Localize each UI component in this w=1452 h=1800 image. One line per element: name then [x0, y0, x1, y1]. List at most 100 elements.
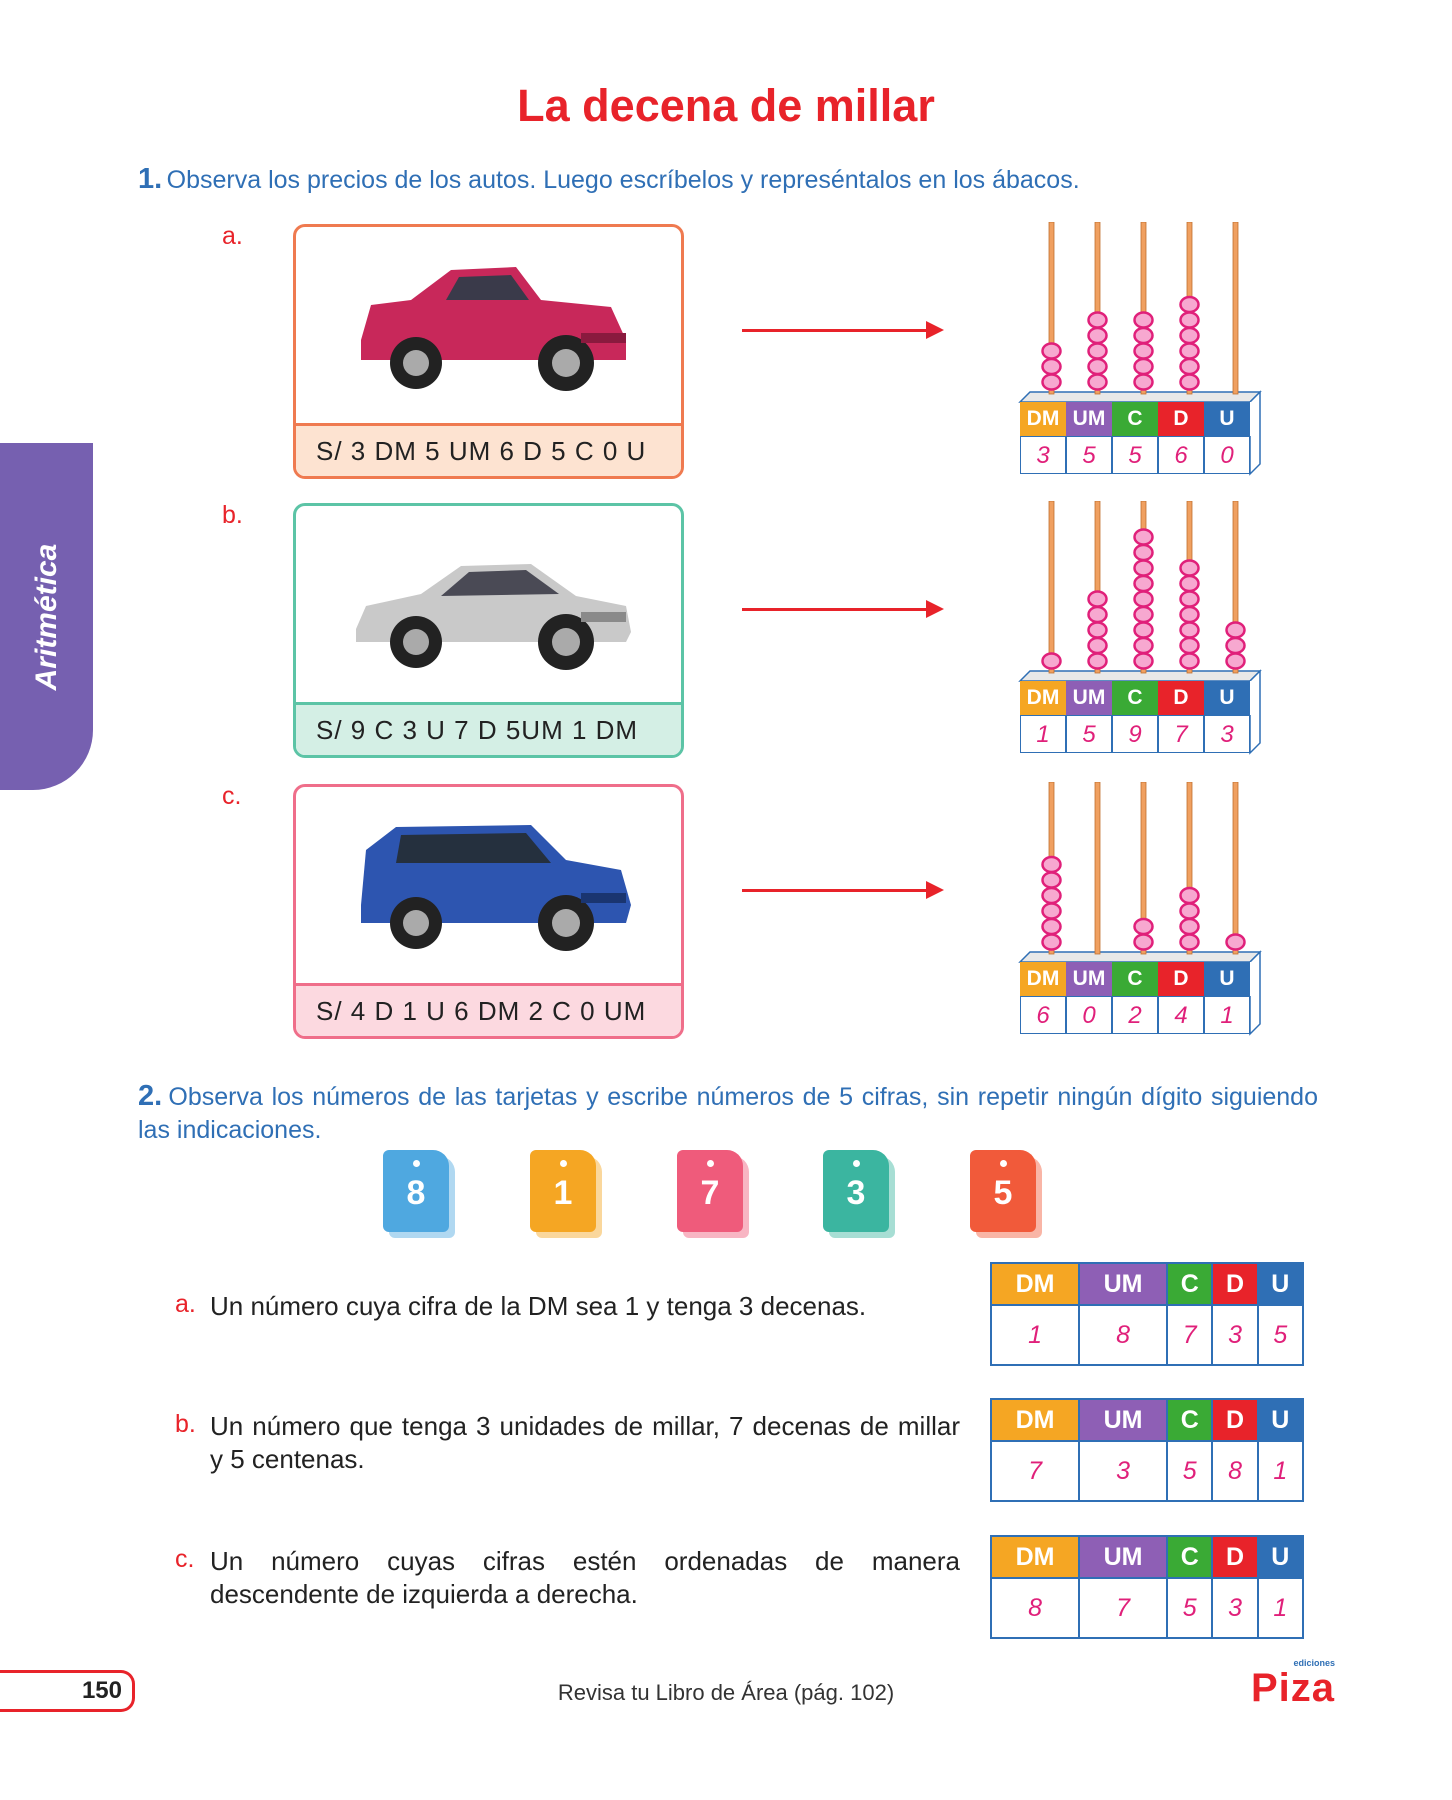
abacus-rod: [1186, 782, 1193, 955]
abacus-bead: [1179, 342, 1200, 360]
abacus-bead: [1133, 559, 1154, 577]
abacus-bead: [1133, 342, 1154, 360]
arrow-right-icon: [742, 881, 944, 899]
table-digit: 3: [1078, 1440, 1169, 1502]
abacus-bead: [1225, 636, 1246, 655]
abacus-digit: 5: [1112, 436, 1158, 474]
abacus-bead: [1133, 543, 1154, 562]
side-tab: [0, 443, 93, 790]
table-header-u: U: [1256, 1398, 1305, 1442]
q1-item-letter: c.: [222, 782, 242, 810]
logo-small-text: ediciones: [1293, 1658, 1335, 1668]
table-digit: 5: [1166, 1577, 1214, 1639]
abacus-digit: 9: [1112, 715, 1158, 753]
abacus-bead: [1179, 917, 1200, 936]
table-digit: 1: [989, 1304, 1081, 1366]
table-header-dm: DM: [989, 1535, 1081, 1579]
car-price-label: S/ 9 C 3 U 7 D 5UM 1 DM: [296, 702, 681, 755]
table-header-c: C: [1166, 1535, 1214, 1579]
abacus-bead: [1133, 590, 1154, 608]
table-digit: 1: [1256, 1577, 1305, 1639]
number-card: 7: [677, 1150, 749, 1238]
car-price-card: S/ 3 DM 5 UM 6 D 5 C 0 U: [293, 224, 684, 479]
table-digit: 7: [989, 1440, 1081, 1502]
q1-item-letter: b.: [222, 501, 243, 529]
arrow-right-icon: [742, 600, 944, 618]
abacus-bead: [1179, 373, 1200, 391]
abacus-bead: [1179, 326, 1200, 345]
number-card: 3: [823, 1150, 895, 1238]
abacus-digit: 4: [1158, 996, 1204, 1034]
question-1-text: Observa los precios de los autos. Luego …: [166, 166, 1080, 194]
abacus-rod: [1094, 222, 1101, 395]
abacus-header-u: U: [1204, 681, 1251, 715]
abacus-bead: [1179, 933, 1200, 951]
table-digit: 8: [1078, 1304, 1169, 1366]
abacus-bead: [1041, 855, 1062, 874]
abacus-bead: [1133, 326, 1154, 345]
abacus-bead: [1133, 373, 1154, 391]
abacus-header-um: UM: [1066, 402, 1113, 436]
abacus-bead: [1179, 886, 1200, 905]
q2-item: b.Un número que tenga 3 unidades de mill…: [175, 1410, 960, 1476]
abacus-bead: [1087, 373, 1108, 391]
page-number: 150: [0, 1670, 135, 1712]
abacus-bead: [1041, 902, 1062, 920]
abacus-bead: [1179, 295, 1200, 314]
abacus-digit: 0: [1066, 996, 1112, 1034]
abacus-bead: [1087, 605, 1108, 624]
abacus-bead: [1133, 357, 1154, 376]
abacus-header-um: UM: [1066, 962, 1113, 996]
q2-item-text: Un número que tenga 3 unidades de millar…: [210, 1411, 960, 1474]
table-digit: 5: [1256, 1304, 1305, 1366]
question-1: 1. Observa los precios de los autos. Lue…: [138, 163, 1318, 197]
abacus-digit: 6: [1020, 996, 1066, 1034]
table-digit: 3: [1211, 1577, 1259, 1639]
q2-item-text: Un número cuyas cifras estén ordenadas d…: [210, 1546, 960, 1609]
q2-item-letter: c.: [175, 1545, 195, 1573]
abacus-digit: 5: [1066, 436, 1112, 474]
abacus-bead: [1087, 652, 1108, 670]
abacus-bead: [1041, 933, 1062, 951]
abacus-rod: [1094, 501, 1101, 674]
abacus-bead: [1179, 605, 1200, 624]
abacus-rod: [1140, 222, 1147, 395]
abacus-bead: [1133, 528, 1154, 546]
abacus-header-c: C: [1112, 962, 1159, 996]
table-digit: 7: [1166, 1304, 1214, 1366]
abacus-bead: [1179, 357, 1200, 376]
abacus-header-um: UM: [1066, 681, 1113, 715]
abacus-bead: [1225, 621, 1246, 639]
abacus-bead: [1179, 652, 1200, 670]
table-header-d: D: [1211, 1535, 1259, 1579]
abacus-bead: [1041, 886, 1062, 905]
abacus-bead: [1041, 652, 1062, 670]
car-price-label: S/ 4 D 1 U 6 DM 2 C 0 UM: [296, 983, 681, 1036]
abacus-header-d: D: [1158, 681, 1205, 715]
abacus-bead: [1133, 605, 1154, 624]
car-price-label: S/ 3 DM 5 UM 6 D 5 C 0 U: [296, 423, 681, 476]
side-tab-label: Aritmética: [29, 543, 63, 690]
table-header-u: U: [1256, 1262, 1305, 1306]
car-price-card: S/ 4 D 1 U 6 DM 2 C 0 UM: [293, 784, 684, 1039]
number-card: 8: [383, 1150, 455, 1238]
abacus-bead: [1133, 917, 1154, 936]
abacus-digit: 3: [1020, 436, 1066, 474]
table-digit: 7: [1078, 1577, 1169, 1639]
abacus-header-d: D: [1158, 962, 1205, 996]
q2-item-text: Un número cuya cifra de la DM sea 1 y te…: [210, 1291, 867, 1321]
abacus-header-c: C: [1112, 402, 1159, 436]
table-header-d: D: [1211, 1398, 1259, 1442]
abacus-bead: [1179, 621, 1200, 639]
table-header-d: D: [1211, 1262, 1259, 1306]
table-digit: 3: [1211, 1304, 1259, 1366]
table-header-dm: DM: [989, 1262, 1081, 1306]
abacus-bead: [1041, 917, 1062, 936]
abacus-digit: 5: [1066, 715, 1112, 753]
abacus-rod: [1232, 222, 1239, 395]
abacus-bead: [1087, 311, 1108, 329]
arrow-right-icon: [742, 321, 944, 339]
number-card: 5: [970, 1150, 1042, 1238]
